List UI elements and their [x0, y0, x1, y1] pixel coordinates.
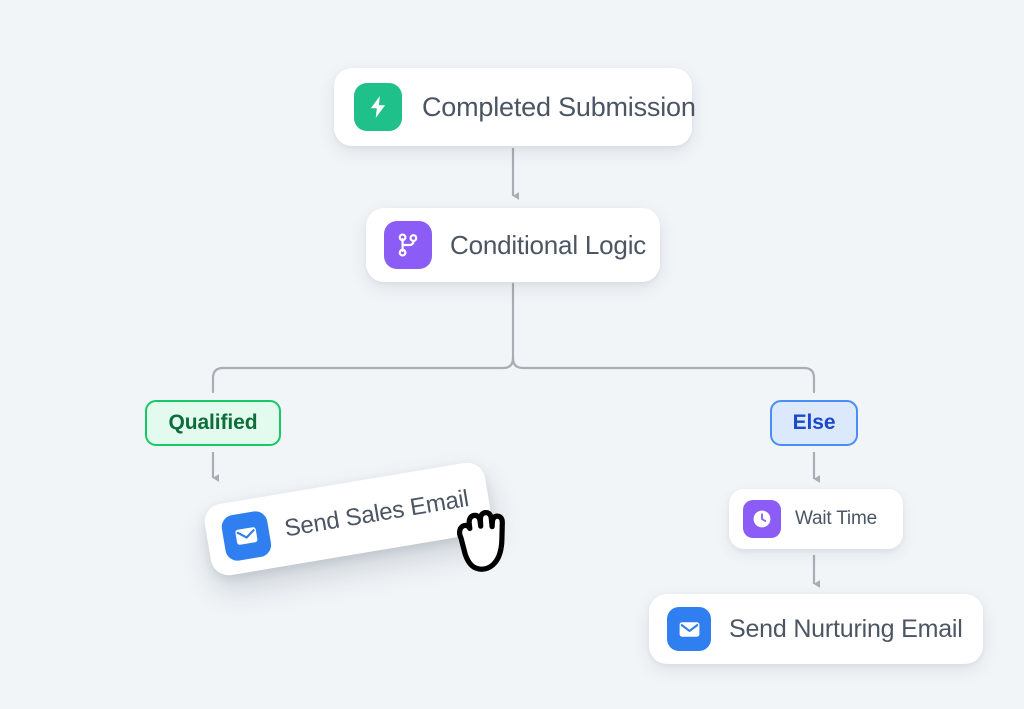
node-send-nurturing-email[interactable]: Send Nurturing Email — [649, 594, 983, 664]
node-label: Send Sales Email — [282, 485, 471, 543]
branch-label-text: Else — [792, 411, 836, 434]
envelope-icon — [667, 607, 711, 651]
node-send-sales-email[interactable]: Send Sales Email — [202, 460, 494, 578]
branch-label-text: Qualified — [168, 411, 258, 434]
clock-icon — [743, 500, 781, 538]
node-completed-submission[interactable]: Completed Submission — [334, 68, 696, 146]
branch-label-qualified[interactable]: Qualified — [145, 400, 281, 446]
node-label: Conditional Logic — [450, 229, 647, 260]
grabbing-hand-cursor — [457, 510, 505, 572]
lightning-bolt-icon — [354, 83, 402, 131]
node-label: Wait Time — [795, 508, 877, 529]
node-label: Send Nurturing Email — [729, 614, 963, 643]
branch-icon — [384, 221, 432, 269]
envelope-icon — [219, 509, 273, 563]
branch-label-else[interactable]: Else — [770, 400, 858, 446]
edge-condition-branch-split — [211, 282, 515, 394]
node-conditional-logic[interactable]: Conditional Logic — [366, 208, 660, 282]
node-wait-time[interactable]: Wait Time — [729, 489, 903, 549]
node-label: Completed Submission — [422, 91, 696, 122]
edge-condition-branch-split-right — [511, 356, 816, 394]
